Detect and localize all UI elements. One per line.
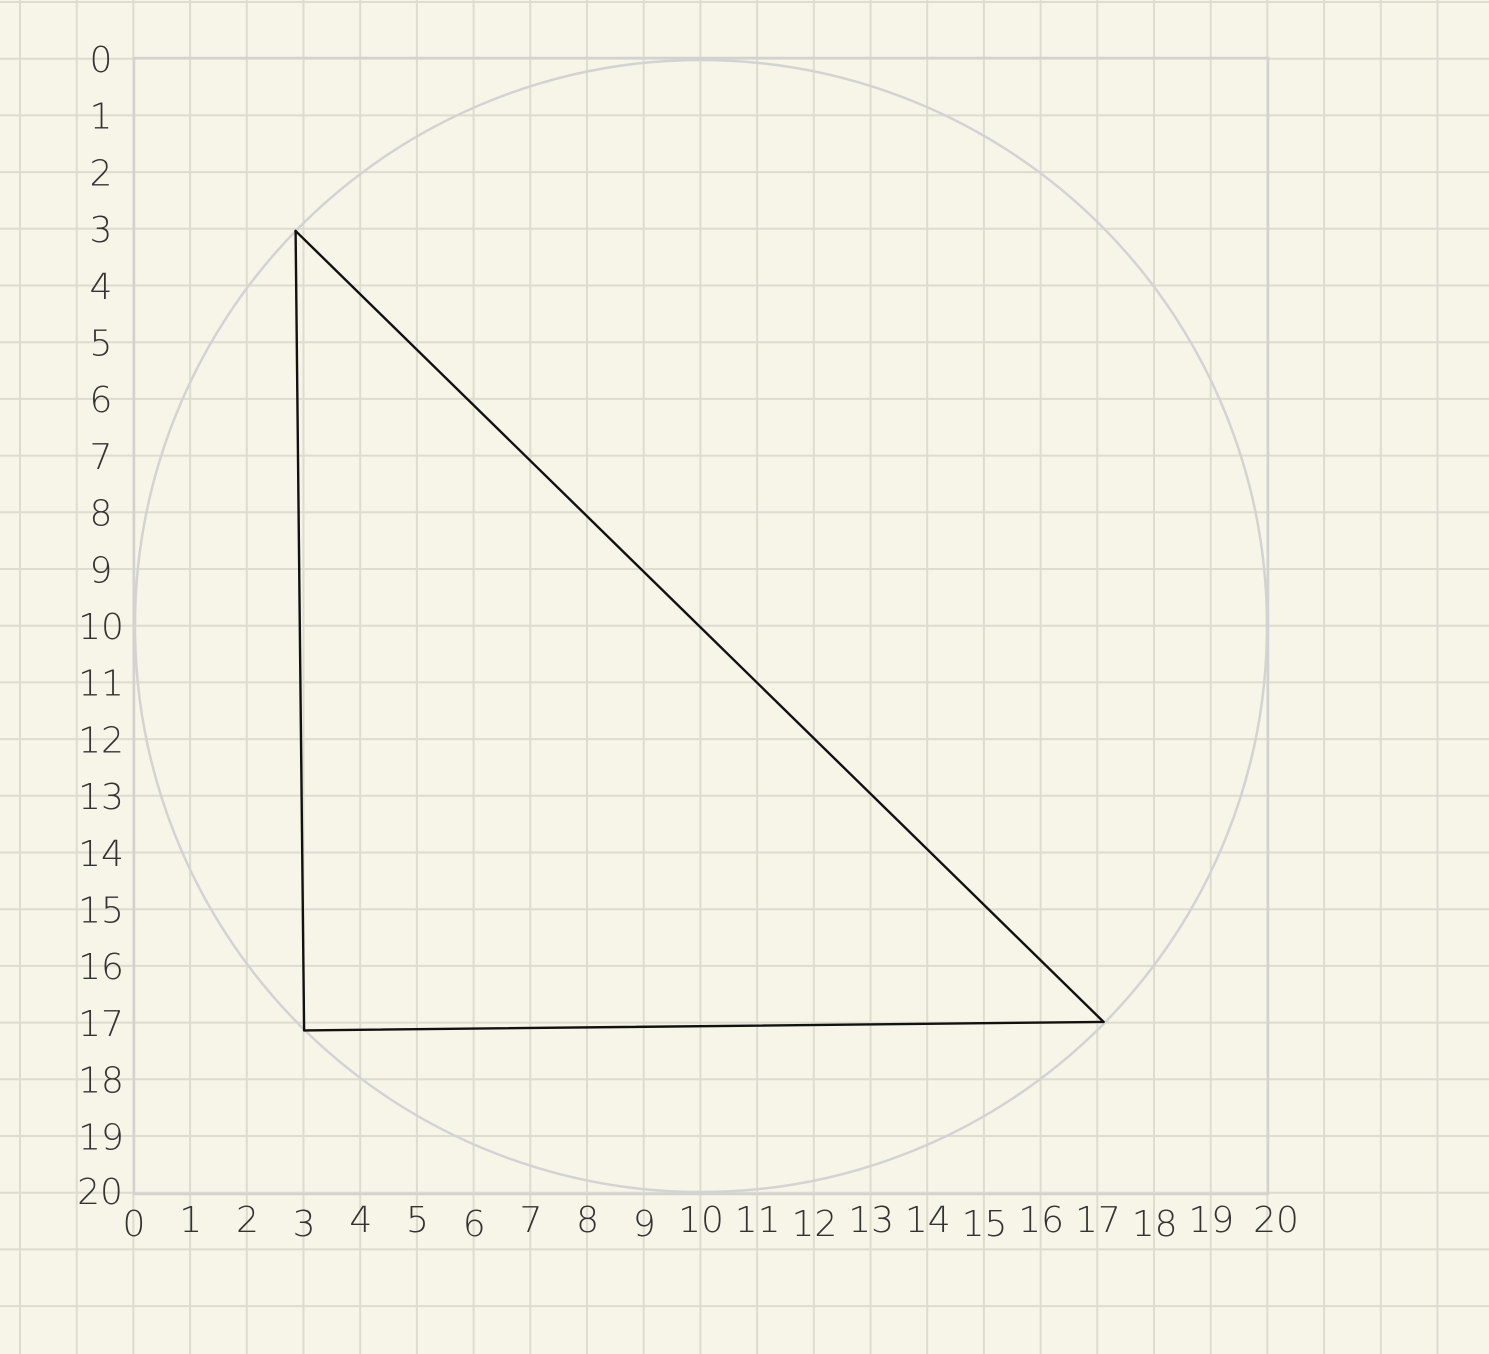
x-tick-label: 17 <box>1075 1200 1121 1241</box>
y-tick-label: 4 <box>90 267 113 308</box>
x-tick-label: 7 <box>519 1200 542 1241</box>
triangle <box>294 229 1105 1032</box>
y-tick-label: 3 <box>90 210 113 251</box>
y-tick-label: 7 <box>90 437 113 478</box>
x-tick-label: 4 <box>349 1200 372 1241</box>
x-tick-label: 0 <box>123 1204 146 1245</box>
y-tick-label: 9 <box>90 550 113 591</box>
y-tick-label: 0 <box>90 40 113 81</box>
x-tick-label: 5 <box>406 1200 429 1241</box>
y-tick-label: 2 <box>90 153 113 194</box>
y-tick-label: 6 <box>90 380 113 421</box>
x-tick-label: 14 <box>905 1200 951 1241</box>
y-tick-label: 12 <box>78 720 124 761</box>
x-tick-label: 18 <box>1132 1204 1178 1245</box>
y-tick-label: 20 <box>77 1172 123 1213</box>
y-tick-label: 5 <box>90 324 113 365</box>
x-tick-label: 6 <box>463 1204 486 1245</box>
triangle-edge <box>294 229 306 1032</box>
x-tick-label: 9 <box>633 1204 656 1245</box>
x-tick-label: 20 <box>1253 1200 1299 1241</box>
y-tick-label: 15 <box>78 891 124 932</box>
y-tick-label: 14 <box>78 834 124 875</box>
x-tick-label: 8 <box>576 1200 599 1241</box>
x-tick-label: 1 <box>179 1200 202 1241</box>
y-tick-label: 13 <box>78 777 124 818</box>
x-tick-label: 16 <box>1018 1200 1064 1241</box>
x-tick-label: 19 <box>1188 1200 1234 1241</box>
x-tick-label: 15 <box>962 1204 1008 1245</box>
x-tick-label: 2 <box>236 1200 259 1241</box>
y-tick-label: 10 <box>78 607 124 648</box>
x-tick-label: 10 <box>678 1200 724 1241</box>
x-tick-label: 3 <box>293 1204 316 1245</box>
y-tick-label: 11 <box>78 664 124 705</box>
x-tick-label: 12 <box>791 1204 837 1245</box>
triangle-edge <box>294 229 1105 1024</box>
y-tick-label: 8 <box>90 494 113 535</box>
y-tick-label: 17 <box>78 1004 124 1045</box>
triangle-edge <box>302 1020 1105 1032</box>
circumscribed-circle <box>133 58 1269 1194</box>
y-tick-label: 18 <box>78 1061 124 1102</box>
x-tick-label: 11 <box>735 1200 781 1241</box>
x-tick-label: 13 <box>848 1200 894 1241</box>
y-tick-label: 19 <box>78 1117 124 1158</box>
y-tick-label: 16 <box>78 947 124 988</box>
y-tick-label: 1 <box>90 97 113 138</box>
